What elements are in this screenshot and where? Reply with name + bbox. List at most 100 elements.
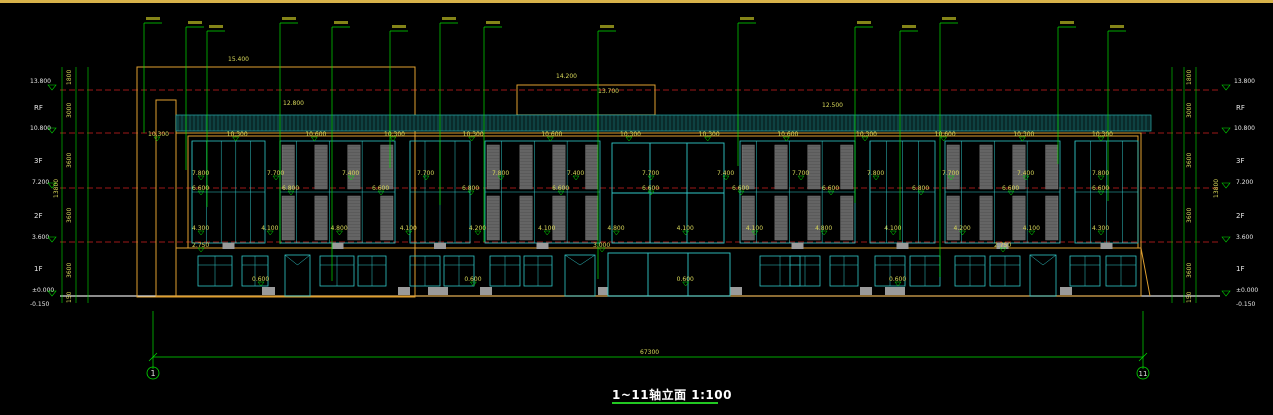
ground-window (759, 255, 801, 287)
ground-window (357, 255, 387, 287)
level-left-13800: 13.800 (30, 78, 51, 85)
elev-7: 7.400 (342, 170, 359, 177)
elev-7: 7.700 (942, 170, 959, 177)
louver-panel (946, 195, 960, 241)
title-underline (612, 402, 718, 404)
elev-6: 6.800 (462, 185, 479, 192)
dim-left-4: 3600 (66, 208, 73, 223)
level-right-13800: 13.800 (1234, 78, 1255, 85)
annotation-leaders (143, 22, 1126, 281)
dim-right-4: 3600 (1186, 208, 1193, 223)
elev-roof-right: 12.500 (822, 102, 843, 109)
elev-4: 4.300 (192, 225, 209, 232)
elev-2: 2.750 (994, 242, 1011, 249)
elev-4: 4.800 (815, 225, 832, 232)
ground-window (1105, 255, 1137, 287)
elev-6: 6.600 (822, 185, 839, 192)
ground-floor-windows (197, 254, 1137, 297)
louver-panel (1045, 195, 1059, 241)
dim-right-1: 1800 (1186, 70, 1193, 85)
louver-panel (1045, 144, 1059, 190)
elev-6: 6.600 (1002, 185, 1019, 192)
ground-window (489, 255, 521, 287)
louver-panel (1012, 195, 1026, 241)
note-tag (902, 25, 916, 28)
floor-left-3f: 3F (34, 157, 42, 165)
dim-text-left: 1800 3000 3600 3600 3600 150 13800 (53, 70, 73, 303)
note-tag (146, 17, 160, 20)
dim-right-3: 3600 (1186, 153, 1193, 168)
base-block (262, 287, 275, 295)
level-left-10800: 10.800 (30, 125, 51, 132)
top-elevations: 15.400 14.200 13.700 12.800 12.500 (228, 56, 843, 109)
elev-roof-left: 12.800 (283, 100, 304, 107)
note-tag (209, 25, 223, 28)
base-block (730, 287, 742, 295)
elev-4: 4.100 (538, 225, 555, 232)
dim-chain-left (61, 67, 1197, 303)
level-left-7200: 7.200 (32, 179, 49, 186)
elev-stair-tower: 14.200 (556, 73, 577, 80)
louver-panel (486, 144, 500, 190)
level-right-10800: 10.800 (1234, 125, 1255, 132)
axis-bubble-left: 1 (146, 366, 160, 380)
elev-6: 6.600 (552, 185, 569, 192)
base-block (598, 287, 608, 295)
floor-left-rf: RF (34, 104, 43, 112)
elev-10: 10.300 (699, 131, 720, 138)
elev-4: 4.100 (1023, 225, 1040, 232)
elev-6: 6.600 (642, 185, 659, 192)
elev-7: 7.800 (492, 170, 509, 177)
louver-panel (314, 195, 328, 241)
base-block (885, 287, 905, 295)
base-block (480, 287, 492, 295)
louver-panel (774, 144, 788, 190)
roof-band (175, 114, 1152, 132)
level-left-0000: ±0.000 (32, 287, 54, 294)
elev-10: 10.300 (1013, 131, 1034, 138)
dim-right-6: 150 (1186, 291, 1193, 303)
louver-panel (979, 195, 993, 241)
dim-right-total: 13800 (1213, 179, 1220, 198)
elev-10: 10.300 (148, 131, 169, 138)
facade-bay (739, 140, 856, 249)
dim-right-2: 3000 (1186, 103, 1193, 118)
floor-left-2f: 2F (34, 212, 42, 220)
ground-window (409, 255, 441, 287)
floor-left-1f: 1F (34, 265, 42, 273)
elev-7: 7.800 (867, 170, 884, 177)
elev-6: 6.600 (192, 185, 209, 192)
ground-window (443, 255, 475, 287)
elev-2: 3.000 (593, 242, 610, 249)
ground-window (829, 255, 859, 287)
elev-7: 7.400 (567, 170, 584, 177)
dim-left-2: 3000 (66, 103, 73, 118)
overall-dimension-label: 67300 (640, 349, 659, 356)
floor-right-rf: RF (1236, 104, 1245, 112)
level-labels-right: 13.800 10.800 7.200 3.600 ±0.000 -0.150 (1234, 78, 1258, 308)
entrance-door (1029, 254, 1057, 297)
roof-band-ribs (177, 115, 1147, 131)
elev-6: 6.600 (372, 185, 389, 192)
ground-window (1069, 255, 1101, 287)
louver-panel (347, 144, 361, 190)
level-right-minus150: -0.150 (1236, 301, 1256, 308)
elev-6: 6.800 (282, 185, 299, 192)
louver-panel (1012, 144, 1026, 190)
elev-7: 7.700 (792, 170, 809, 177)
elev-7: 7.700 (267, 170, 284, 177)
elev-10: 10.300 (384, 131, 405, 138)
floor-labels-left: RF 3F 2F 1F (34, 104, 43, 273)
elev-stair-roof: 13.700 (598, 88, 619, 95)
louver-panel (840, 144, 854, 190)
floor-right-2f: 2F (1236, 212, 1244, 220)
axis-bubble-right: 11 (1136, 366, 1150, 380)
facade-bay (869, 140, 936, 249)
note-tag (740, 17, 754, 20)
level-right-0000: ±0.000 (1236, 287, 1258, 294)
louver-panel (519, 144, 533, 190)
louver-panel (979, 144, 993, 190)
facade-bays (191, 140, 1139, 249)
ground-window (909, 255, 941, 287)
